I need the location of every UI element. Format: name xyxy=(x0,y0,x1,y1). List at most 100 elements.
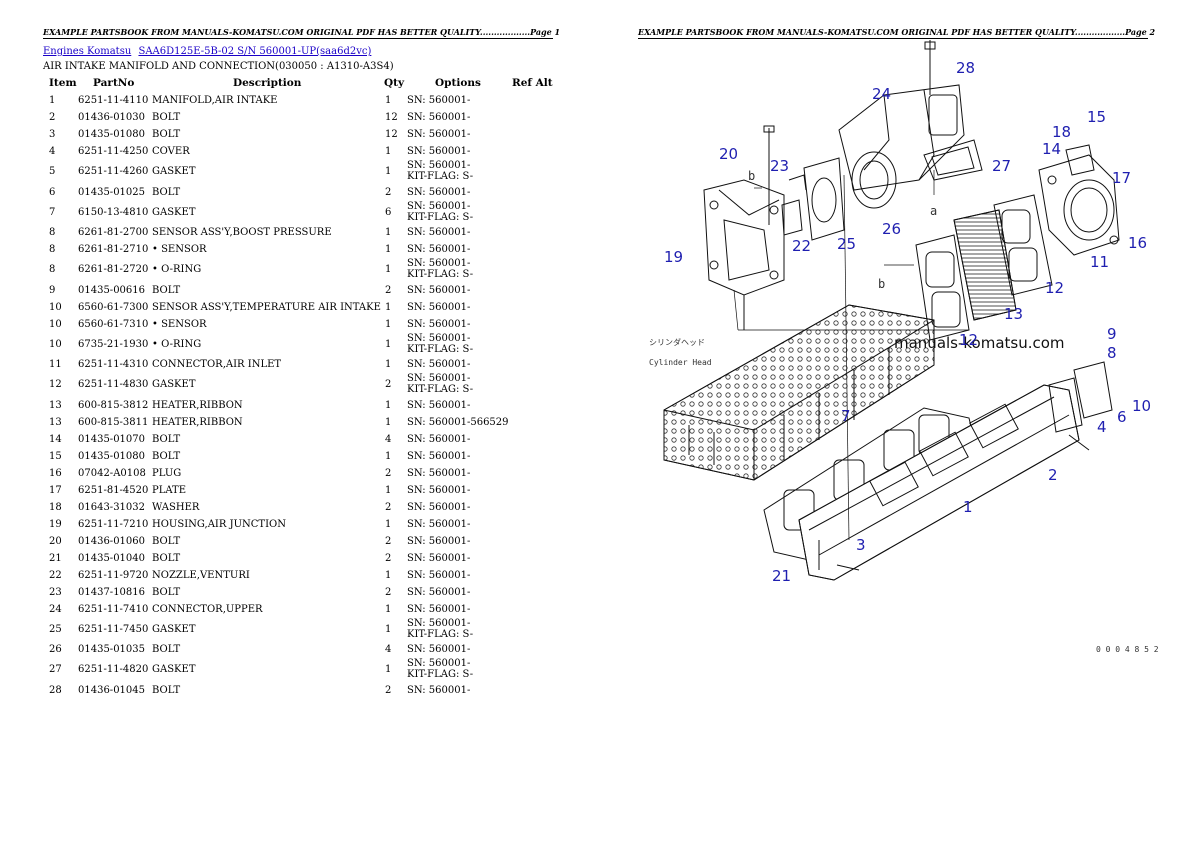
mark-b-upper: b xyxy=(748,169,755,183)
part-description: • O-RING xyxy=(152,338,202,350)
part-option: SN: 560001- xyxy=(407,301,471,313)
callout-17[interactable]: 17 xyxy=(1112,169,1131,187)
item-number: 1 xyxy=(49,95,56,106)
part-number: 01436-01045 xyxy=(78,684,146,696)
callout-15[interactable]: 15 xyxy=(1087,108,1106,126)
callout-21[interactable]: 21 xyxy=(772,567,791,585)
part-option: SN: 560001- xyxy=(407,658,471,669)
item-number: 9 xyxy=(49,284,56,296)
part-quantity: 1 xyxy=(385,244,392,255)
part-description: GASKET xyxy=(152,166,196,177)
callout-27[interactable]: 27 xyxy=(992,157,1011,175)
part-number: 6735-21-1930 xyxy=(78,338,149,350)
part-quantity: 1 xyxy=(385,623,392,635)
callout-1[interactable]: 1 xyxy=(963,498,973,516)
callout-12-right[interactable]: 12 xyxy=(1045,279,1064,297)
breadcrumb-link-engines[interactable]: Engines Komatsu xyxy=(43,46,132,57)
callout-19[interactable]: 19 xyxy=(664,248,683,266)
part-description: PLATE xyxy=(152,484,187,496)
part-number: 01435-01040 xyxy=(78,552,146,564)
part-number: 6261-81-2700 xyxy=(78,227,149,238)
part-option: KIT-FLAG: S- xyxy=(407,628,474,640)
part-option: SN: 560001- xyxy=(407,501,471,513)
callout-28[interactable]: 28 xyxy=(956,59,975,77)
callout-14[interactable]: 14 xyxy=(1042,140,1061,158)
part-option: SN: 560001- xyxy=(407,569,471,581)
part-option: KIT-FLAG: S- xyxy=(407,211,474,223)
part-description: • O-RING xyxy=(152,264,202,275)
part-description: • SENSOR xyxy=(152,244,207,255)
callout-26[interactable]: 26 xyxy=(882,220,901,238)
part-quantity: 1 xyxy=(385,264,392,275)
part-description: BOLT xyxy=(152,552,181,564)
item-number: 8 xyxy=(49,244,56,255)
callout-8[interactable]: 8 xyxy=(1107,344,1117,362)
item-number: 19 xyxy=(49,518,62,530)
breadcrumb-link-model[interactable]: SAA6D125E-5B-02 S/N 560001-UP(saa6d2vc) xyxy=(138,46,372,57)
part-number: 6251-11-4260 xyxy=(78,166,149,177)
item-number: 16 xyxy=(49,467,62,479)
part-quantity: 1 xyxy=(385,338,392,350)
part-option: SN: 560001- xyxy=(407,332,471,344)
callout-23[interactable]: 23 xyxy=(770,157,789,175)
part-quantity: 1 xyxy=(385,399,392,411)
part-option: SN: 560001- xyxy=(407,450,471,462)
item-number: 14 xyxy=(49,433,62,445)
part-quantity: 2 xyxy=(385,535,392,547)
callout-7[interactable]: 7 xyxy=(841,407,851,425)
part-number: 6251-11-9720 xyxy=(78,569,149,581)
part-description: HEATER,RIBBON xyxy=(152,416,243,428)
part-description: CONNECTOR,UPPER xyxy=(152,603,263,615)
callout-13[interactable]: 13 xyxy=(1004,305,1023,323)
part-description: BOLT xyxy=(152,535,181,547)
callout-10[interactable]: 10 xyxy=(1132,397,1151,415)
callout-6[interactable]: 6 xyxy=(1117,408,1127,426)
ribbon-heater-drawing xyxy=(953,209,1017,321)
callout-3[interactable]: 3 xyxy=(856,536,866,554)
callout-20[interactable]: 20 xyxy=(719,145,738,163)
callout-11[interactable]: 11 xyxy=(1090,253,1109,271)
part-quantity: 2 xyxy=(385,284,392,296)
callout-9[interactable]: 9 xyxy=(1107,325,1117,343)
part-number: 01435-01070 xyxy=(78,433,146,445)
part-quantity: 1 xyxy=(385,227,392,238)
callout-22[interactable]: 22 xyxy=(792,237,811,255)
callout-4[interactable]: 4 xyxy=(1097,418,1107,436)
item-number: 8 xyxy=(49,227,56,238)
watermark-text: manuals-komatsu.com xyxy=(894,334,1065,352)
item-number: 23 xyxy=(49,586,62,598)
part-number: 01435-01025 xyxy=(78,186,146,198)
column-header-description: Description xyxy=(233,77,302,89)
callout-2[interactable]: 2 xyxy=(1048,466,1058,484)
item-number: 7 xyxy=(49,206,56,218)
part-number: 01435-01080 xyxy=(78,129,146,140)
callout-25[interactable]: 25 xyxy=(837,235,856,253)
part-quantity: 1 xyxy=(385,318,392,330)
item-number: 10 xyxy=(49,338,62,350)
part-description: BOLT xyxy=(152,450,181,462)
callout-12-left[interactable]: 12 xyxy=(959,331,978,349)
part-description: BOLT xyxy=(152,112,181,123)
callout-18[interactable]: 18 xyxy=(1052,123,1071,141)
callout-16[interactable]: 16 xyxy=(1128,234,1147,252)
item-number: 10 xyxy=(49,301,62,313)
item-number: 11 xyxy=(49,359,62,370)
part-option: SN: 560001- xyxy=(407,258,471,269)
part-description: GASKET xyxy=(152,206,196,218)
part-quantity: 2 xyxy=(385,552,392,564)
callout-24[interactable]: 24 xyxy=(872,85,891,103)
